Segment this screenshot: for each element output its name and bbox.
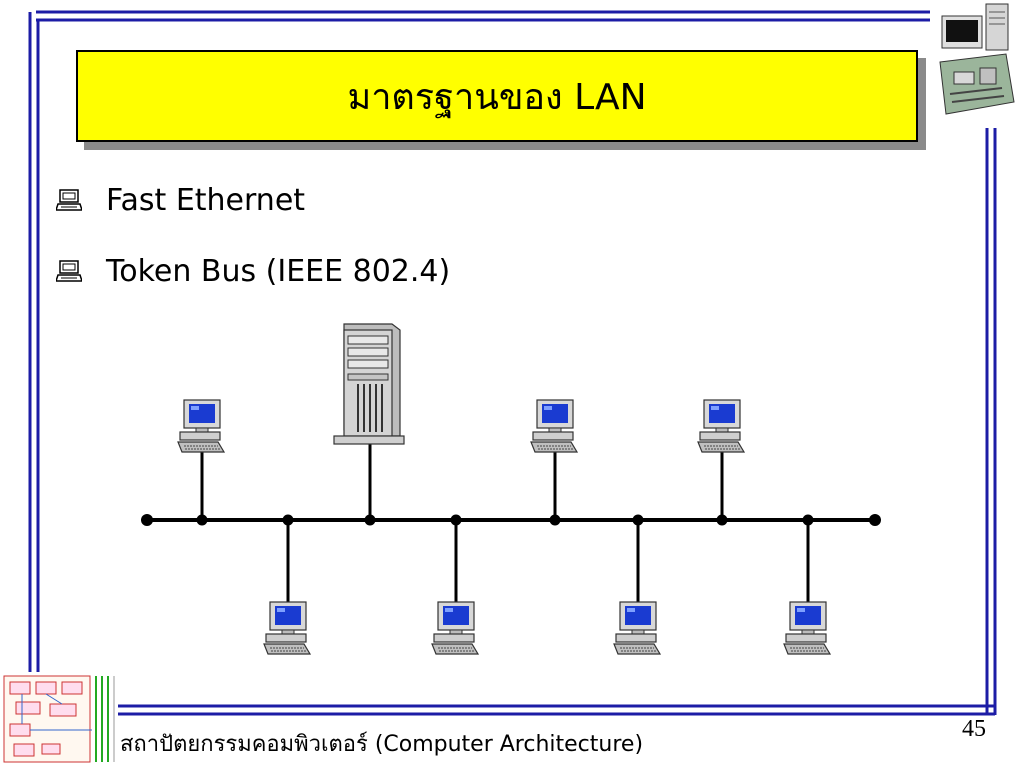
- computer-clipart-icon: [939, 3, 1015, 115]
- workstation-icon: [530, 399, 578, 453]
- bus-tap-node: [632, 514, 644, 526]
- bullet-text: Token Bus (IEEE 802.4): [106, 253, 451, 289]
- workstation-icon: [263, 601, 311, 655]
- server-icon: [333, 323, 405, 445]
- bus-tap-node: [450, 514, 462, 526]
- workstation-icon: [431, 601, 479, 655]
- bullet-list: Fast Ethernet Token Bus (IEEE 802.4): [56, 178, 450, 320]
- slide-title: มาตรฐานของ LAN: [347, 76, 647, 118]
- architecture-diagram-icon: [3, 675, 115, 763]
- bus-tap-node: [716, 514, 728, 526]
- computer-bullet-icon: [56, 189, 82, 211]
- workstation-icon: [783, 601, 831, 655]
- bullet-text: Fast Ethernet: [106, 182, 306, 218]
- bus-tap-node: [282, 514, 294, 526]
- bullet-item: Fast Ethernet: [56, 178, 450, 222]
- workstation-icon: [697, 399, 745, 453]
- title-box: มาตรฐานของ LAN: [76, 50, 918, 142]
- workstation-icon: [177, 399, 225, 453]
- computer-bullet-icon: [56, 260, 82, 282]
- bus-tap-node: [364, 514, 376, 526]
- page-number: 45: [962, 716, 986, 742]
- footer-text: สถาปัตยกรรมคอมพิวเตอร์ (Computer Archite…: [120, 732, 644, 757]
- bus-tap-node: [549, 514, 561, 526]
- bus-terminator: [141, 514, 153, 526]
- bullet-item: Token Bus (IEEE 802.4): [56, 249, 450, 293]
- workstation-icon: [613, 601, 661, 655]
- bus-tap-node: [196, 514, 208, 526]
- bus-terminator: [869, 514, 881, 526]
- bus-tap-node: [802, 514, 814, 526]
